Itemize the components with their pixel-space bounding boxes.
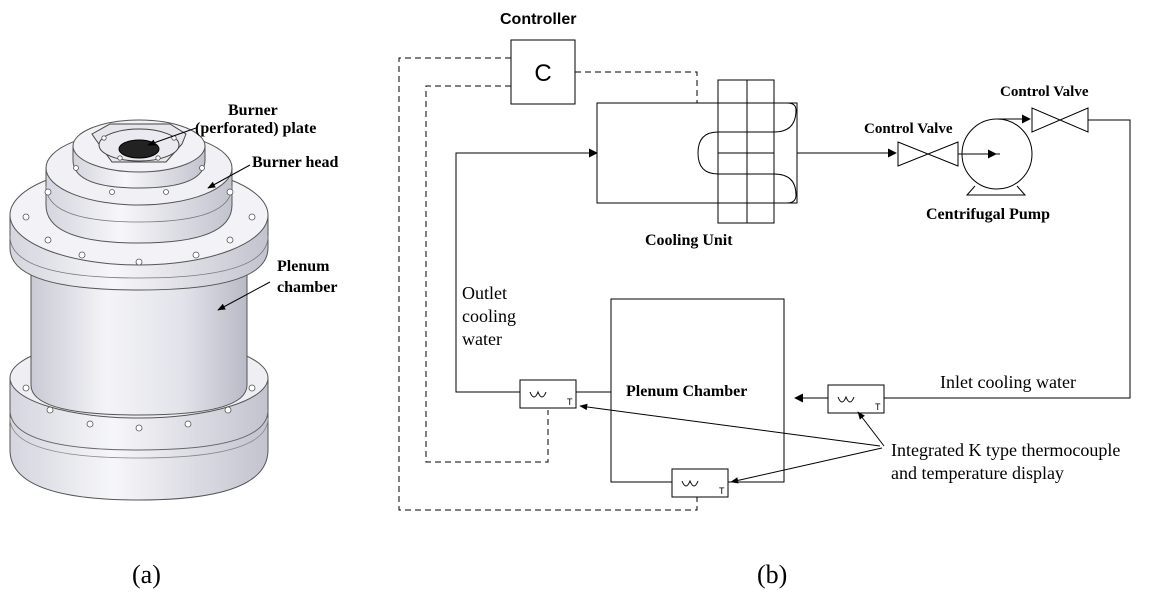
leader-burner-plate [147,127,197,146]
control-valve-right [1031,107,1089,133]
label-plenum-chamber: Plenum Chamber [626,383,747,400]
cooling-circuit [398,39,1131,511]
label-plenum-1: Plenum [277,258,330,275]
pump-base [965,185,1027,196]
sensor-chamber [671,468,729,498]
caption-b: (b) [757,560,787,589]
outlet-water-line [455,148,598,393]
leader-plenum [217,281,271,311]
label-burner-plate-2: (perforated) plate [195,120,316,137]
label-burner-plate-1: Burner [228,102,278,119]
thermo-arrow-chamber [730,447,883,484]
label-plenum-2: chamber [277,279,337,296]
label-thermo-1: Integrated K type thermocouple [891,440,1120,460]
thermo-arrow-inlet [857,411,885,447]
label-thermo-2: and temperature display [891,463,1064,483]
label-controller: Controller [500,11,576,28]
sensor-chamber-symbol: T [719,486,725,496]
inlet-water-line [884,119,1131,399]
leader-burner-head [207,164,251,189]
plenum-chamber-box [610,298,785,483]
burner-rendering [9,119,271,501]
cooling-coil [697,131,797,204]
label-control-valve-right: Control Valve [1000,84,1089,100]
label-centrifugal-pump: Centrifugal Pump [926,206,1050,223]
label-outlet-1: Outlet [462,283,507,303]
flange-bolts [22,135,256,432]
cooling-coil-block [717,79,775,224]
label-cooling-unit: Cooling Unit [645,232,733,249]
sensor-inlet-symbol: T [875,402,881,412]
control-valve-left [897,141,959,167]
controller-box [510,39,576,105]
label-inlet: Inlet cooling water [940,372,1076,392]
label-controller-symbol: C [534,60,551,87]
thermo-arrow-outlet [579,403,881,447]
sensor-inlet [827,384,885,414]
control-signal-lines [398,57,698,511]
sensor-outlet-symbol: T [567,397,573,407]
label-burner-head: Burner head [252,154,338,171]
label-control-valve-left: Control Valve [864,121,953,137]
label-outlet-3: water [462,329,502,349]
label-outlet-2: cooling [462,306,516,326]
sensor-outlet [519,379,577,409]
caption-a: (a) [132,560,161,589]
